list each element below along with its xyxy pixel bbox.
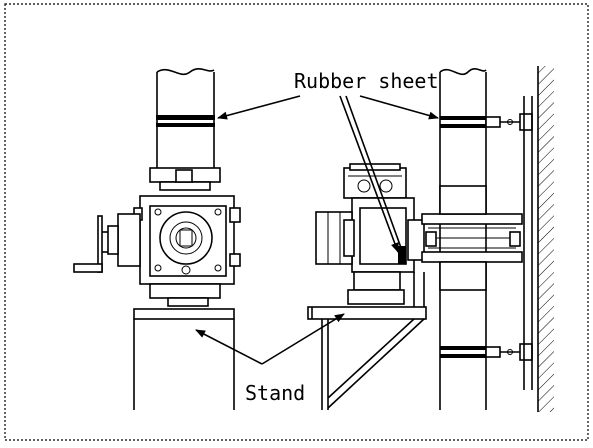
left-stand xyxy=(133,308,235,410)
rubber-sheet-leaders xyxy=(217,95,439,257)
wall xyxy=(537,66,554,412)
right-flange xyxy=(421,185,523,291)
left-rubber-sheet xyxy=(156,115,215,127)
lower-pipe-clamp xyxy=(440,343,533,361)
label-stand: Stand xyxy=(245,381,305,405)
label-rubber-sheet: Rubber sheet xyxy=(294,69,439,93)
middle-actuator xyxy=(315,163,425,305)
stand-leaders xyxy=(195,313,345,365)
left-actuator xyxy=(73,167,241,307)
dotted-frame xyxy=(4,3,589,441)
upper-pipe-clamp xyxy=(440,113,533,131)
wall-bracket xyxy=(523,96,533,390)
left-pipe xyxy=(156,68,215,170)
